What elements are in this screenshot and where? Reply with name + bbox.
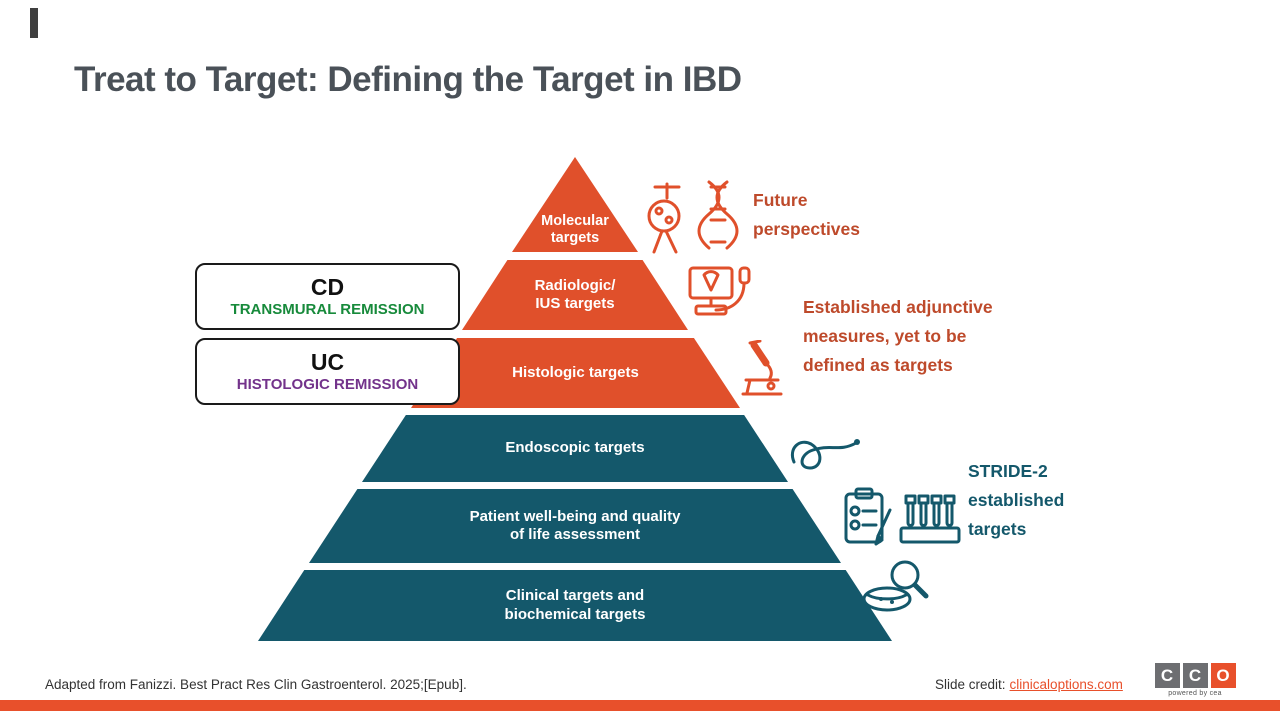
pyramid-level-histologic: Histologic targets	[411, 338, 740, 408]
molecule-analysis-icon	[638, 180, 696, 256]
test-tubes-icon	[898, 492, 962, 548]
citation: Adapted from Fanizzi. Best Pract Res Cli…	[45, 677, 467, 692]
pyramid-level-label: Endoscopic targets	[505, 439, 645, 457]
annotation-future-perspectives: Future perspectives	[753, 190, 861, 239]
page-title: Treat to Target: Defining the Target in …	[74, 60, 742, 99]
cco-logo-squares: C C O	[1152, 663, 1238, 688]
pyramid-level-clinical: Clinical targets and biochemical targets	[258, 570, 892, 641]
pyramid-level-label: Patient well-being and quality of life a…	[469, 507, 681, 543]
pyramid-level-label: Radiologic/ IUS targets	[534, 276, 616, 312]
accent-mark	[30, 8, 38, 38]
pyramid-level-label: Clinical targets and biochemical targets	[504, 587, 646, 623]
pyramid-level-molecular: Molecular targets	[512, 157, 638, 252]
callout-uc: UC HISTOLOGIC REMISSION	[195, 338, 460, 405]
slide-credit: Slide credit:clinicaloptions.com	[935, 677, 1123, 692]
bottom-bar	[0, 700, 1280, 711]
callout-cd: CD TRANSMURAL REMISSION	[195, 263, 460, 330]
dna-icon	[695, 178, 741, 252]
logo-letter-c2: C	[1182, 663, 1208, 688]
microscope-icon	[738, 340, 786, 398]
annotation-stride2-targets: STRIDE-2 established targets	[968, 461, 1065, 539]
petri-dish-magnifier-icon	[860, 553, 932, 617]
logo-letter-c1: C	[1154, 663, 1180, 688]
pyramid-level-wellbeing: Patient well-being and quality of life a…	[309, 489, 841, 563]
clipboard-icon	[841, 486, 895, 548]
annotation-established-adjunctive: Established adjunctive measures, yet to …	[803, 297, 993, 375]
logo-tagline: powered by cea	[1168, 690, 1222, 697]
callout-cd-title: CD	[310, 273, 345, 300]
callout-uc-title: UC	[310, 348, 345, 375]
callout-uc-subtitle: HISTOLOGIC REMISSION	[236, 376, 419, 394]
endoscope-icon	[788, 430, 862, 478]
pyramid-level-radiologic: Radiologic/ IUS targets	[462, 260, 688, 330]
callout-cd-subtitle: TRANSMURAL REMISSION	[230, 301, 425, 319]
pyramid-level-label: Molecular targets	[541, 212, 609, 247]
credit-link[interactable]: clinicaloptions.com	[1009, 677, 1123, 692]
pyramid-level-endoscopic: Endoscopic targets	[362, 415, 788, 482]
pyramid-level-label: Histologic targets	[512, 363, 639, 381]
ultrasound-icon	[686, 262, 754, 328]
logo-letter-o: O	[1210, 663, 1236, 688]
cco-logo[interactable]: C C O powered by cea	[1152, 663, 1238, 697]
credit-label: Slide credit:	[935, 677, 1006, 692]
